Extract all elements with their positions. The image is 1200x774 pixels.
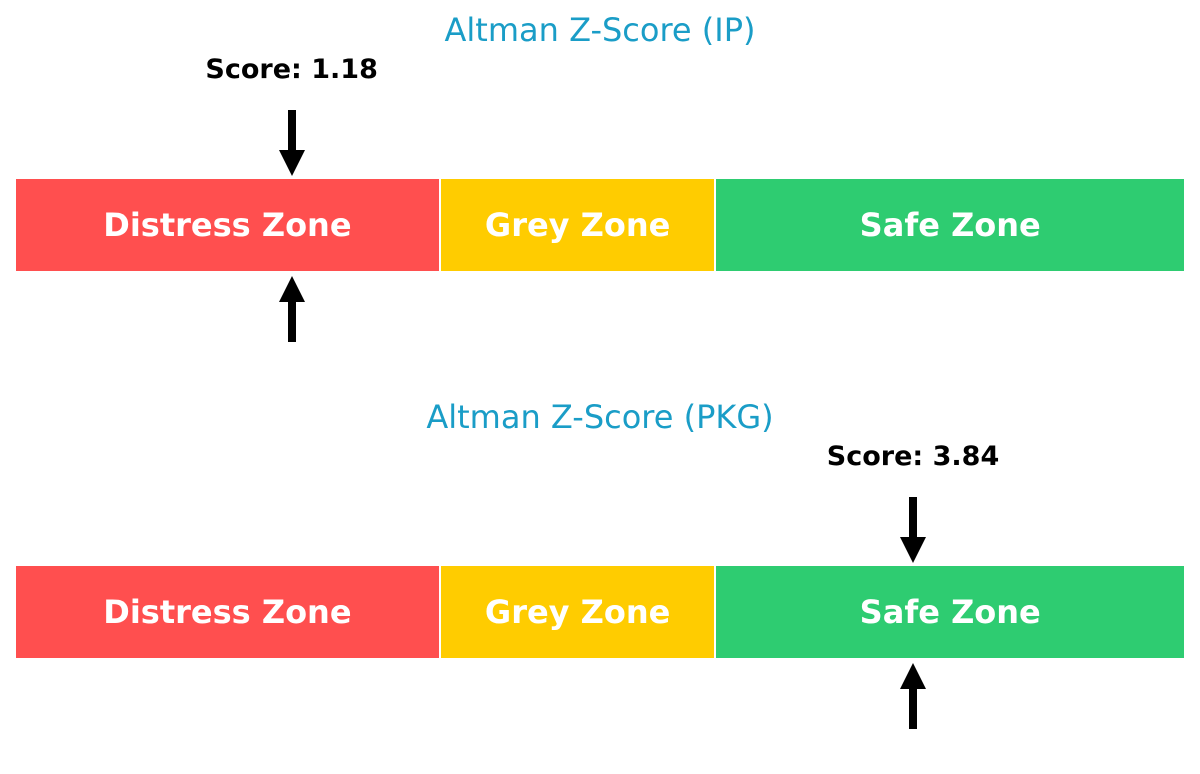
score-label: Score: 3.84 <box>826 441 1000 472</box>
safe-zone: Safe Zone <box>714 179 1184 271</box>
zscore-gauge-ip: Altman Z-Score (IP) Score: 1.18 Distress… <box>16 11 1184 342</box>
grey-zone: Grey Zone <box>438 566 715 658</box>
arrow-up-icon <box>277 276 307 342</box>
arrow-down-icon <box>277 110 307 176</box>
safe-zone: Safe Zone <box>714 566 1184 658</box>
chart-title: Altman Z-Score (PKG) <box>426 398 774 436</box>
distress-zone: Distress Zone <box>16 179 439 271</box>
zone-bar: Distress Zone Grey Zone Safe Zone <box>16 179 1184 271</box>
zone-bar: Distress Zone Grey Zone Safe Zone <box>16 566 1184 658</box>
arrow-down-icon <box>898 497 928 563</box>
score-label: Score: 1.18 <box>205 54 378 85</box>
chart-title: Altman Z-Score (IP) <box>444 11 756 49</box>
arrow-up-icon <box>898 663 928 729</box>
zscore-gauge-pkg: Altman Z-Score (PKG) Score: 3.84 Distres… <box>0 387 1200 774</box>
grey-zone: Grey Zone <box>438 179 715 271</box>
distress-zone: Distress Zone <box>16 566 439 658</box>
